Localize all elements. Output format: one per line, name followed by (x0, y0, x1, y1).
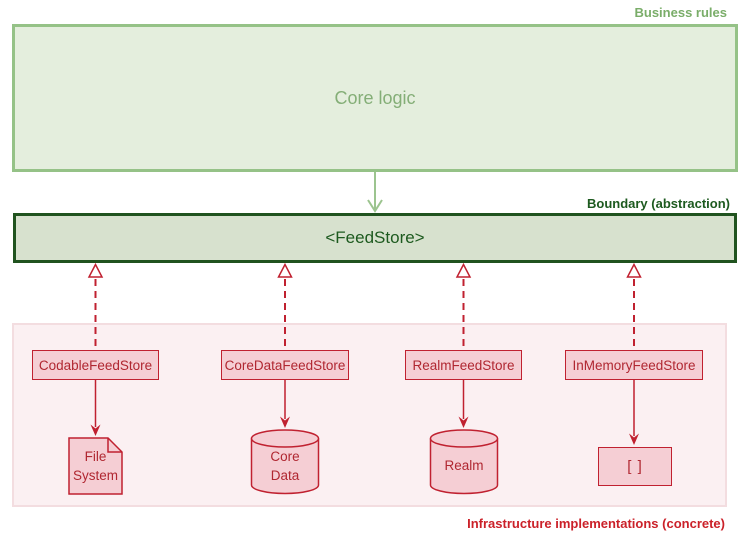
coredata-feedstore-node: CoreDataFeedStore (221, 350, 349, 380)
core-logic-node-label: Core logic (334, 87, 416, 108)
dependency-arrow-core-to-feedstore (367, 172, 383, 213)
core-logic-node: Core logic (12, 24, 738, 172)
in-memory-array-node: [ ] (598, 447, 672, 486)
feedstore-node: <FeedStore> (13, 213, 737, 263)
inmemory-feedstore-node: InMemoryFeedStore (565, 350, 703, 380)
database-cylinder-icon (429, 429, 499, 495)
document-icon (68, 437, 123, 495)
infrastructure-label: Infrastructure implementations (concrete… (467, 516, 725, 531)
feedstore-node-label: <FeedStore> (325, 228, 425, 247)
in-memory-array-label: [ ] (627, 458, 643, 475)
business-rules-label: Business rules (634, 5, 728, 20)
database-cylinder-icon (250, 429, 320, 495)
boundary-abstraction-label: Boundary (abstraction) (586, 196, 730, 211)
codable-feedstore-node: CodableFeedStore (32, 350, 159, 380)
realm-feedstore-node: RealmFeedStore (405, 350, 522, 380)
